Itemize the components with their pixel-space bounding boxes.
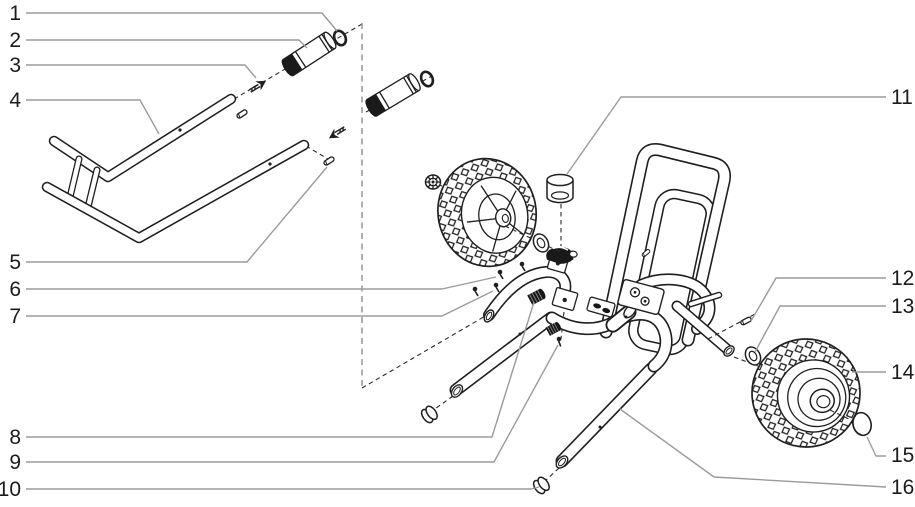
callout-number-14: 14: [891, 361, 915, 384]
rivet-dot: [268, 162, 272, 166]
wheel-spokes: [466, 185, 525, 252]
leader-9: [26, 344, 559, 463]
leader-15: [866, 436, 886, 457]
bushing-cup: [546, 173, 574, 204]
leader-10: [26, 486, 540, 490]
leader-8: [26, 301, 535, 438]
callout-number-4: 4: [9, 89, 21, 112]
screw-b1: [496, 268, 504, 280]
callout-number-15: 15: [891, 444, 914, 467]
callout-number-16: 16: [891, 476, 914, 499]
wheel-right: [751, 338, 861, 448]
drive-screw-top: [246, 75, 270, 96]
axis-axle-pin-right: [707, 312, 758, 340]
cart-frame: [449, 143, 735, 469]
wheel-hub: [809, 388, 835, 414]
axis-hubcap-right: [829, 409, 854, 422]
roll-pin-bottom: [322, 155, 336, 167]
callout-number-8: 8: [9, 426, 21, 449]
tube-open-end: [723, 345, 735, 357]
callout-number-2: 2: [9, 29, 21, 52]
leader-2: [26, 39, 308, 49]
callout-number-12: 12: [891, 267, 914, 290]
roll-pin-top: [235, 108, 249, 120]
latch-plate: [617, 278, 665, 316]
leader-7: [26, 290, 494, 317]
axis-handle-to-frame: [361, 314, 488, 389]
screw-b4: [471, 285, 479, 297]
axis-axle-right: [733, 356, 759, 367]
leader-16: [619, 408, 887, 488]
leader-6: [26, 276, 497, 290]
axis-rear-cap: [544, 467, 560, 482]
tire-tread: [437, 158, 537, 267]
tube-open-end: [483, 309, 495, 323]
wheel-left: [437, 157, 538, 268]
leader-13: [754, 305, 886, 353]
screw-b2: [492, 281, 500, 293]
hub-cap-right: [852, 411, 872, 437]
o-ring-2: [419, 70, 435, 88]
nut-plate-right: [551, 287, 579, 311]
leader-4: [26, 99, 160, 135]
callout-leaders: [26, 12, 887, 490]
screw-b3: [518, 260, 526, 272]
handle-grip-2: [363, 71, 423, 119]
leg-end-cap-rear: [530, 474, 553, 497]
assembly-axes: [233, 23, 647, 482]
o-ring-1: [332, 29, 348, 47]
hook-bracket: [586, 296, 616, 318]
callout-number-13: 13: [891, 295, 914, 318]
tube-open-end: [450, 384, 464, 398]
callout-number-7: 7: [9, 305, 21, 328]
callout-number-1: 1: [9, 2, 21, 25]
axle-saddle: [546, 246, 578, 264]
leader-5: [26, 166, 328, 263]
tire-tread: [752, 339, 860, 447]
axis-front-cap: [431, 395, 454, 412]
callout-number-9: 9: [9, 451, 21, 474]
drive-screw-bottom: [325, 123, 349, 144]
leader-1: [26, 12, 338, 32]
callout-number-10: 10: [0, 478, 21, 501]
axis-axle-left: [504, 225, 561, 253]
handle-grip-1: [279, 29, 339, 79]
callout-number-11: 11: [891, 86, 913, 109]
handle-assembly: [41, 93, 310, 244]
callout-number-5: 5: [9, 251, 21, 274]
hub-cap-left: [424, 174, 442, 190]
knurled-nut-1: [526, 287, 548, 306]
leader-12: [750, 277, 886, 322]
axle-pin-right: [739, 315, 753, 327]
callout-number-3: 3: [9, 54, 21, 77]
tube-open-end: [555, 455, 569, 469]
rivet-dot: [178, 128, 182, 132]
callout-number-6: 6: [9, 278, 21, 301]
leader-11: [566, 96, 886, 175]
leader-3: [26, 64, 257, 79]
